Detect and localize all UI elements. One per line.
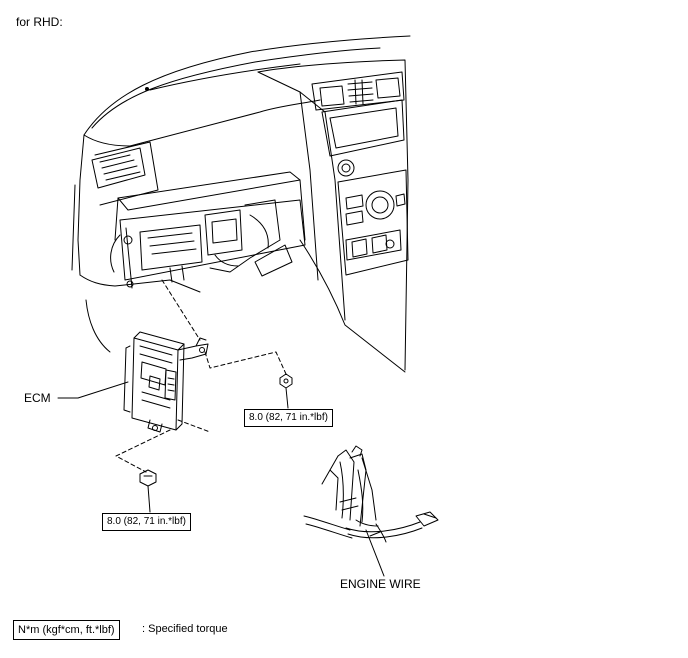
dashboard-illustration (71, 35, 411, 373)
ecm-label: ECM (24, 391, 51, 405)
torque-spec-lower: 8.0 (82, 71 in.*lbf) (102, 513, 191, 531)
torque-unit-legend-box: N*m (kgf*cm, ft.*lbf) (13, 620, 120, 640)
under-dash-components (110, 199, 306, 289)
bolt-lower (139, 469, 157, 487)
torque-legend-description: : Specified torque (142, 623, 228, 635)
torque-spec-upper: 8.0 (82, 71 in.*lbf) (244, 409, 333, 427)
nut-upper (279, 373, 293, 389)
ecm-leader-line (57, 381, 129, 399)
ecm-unit (123, 331, 209, 433)
installation-guide-lines (115, 279, 287, 473)
torque-lower-leader (147, 485, 151, 513)
page-heading: for RHD: (16, 15, 63, 29)
engine-wire-harness (303, 445, 439, 543)
engine-wire-leader (365, 529, 385, 577)
torque-upper-leader (285, 387, 289, 409)
engine-wire-label: ENGINE WIRE (340, 577, 421, 591)
